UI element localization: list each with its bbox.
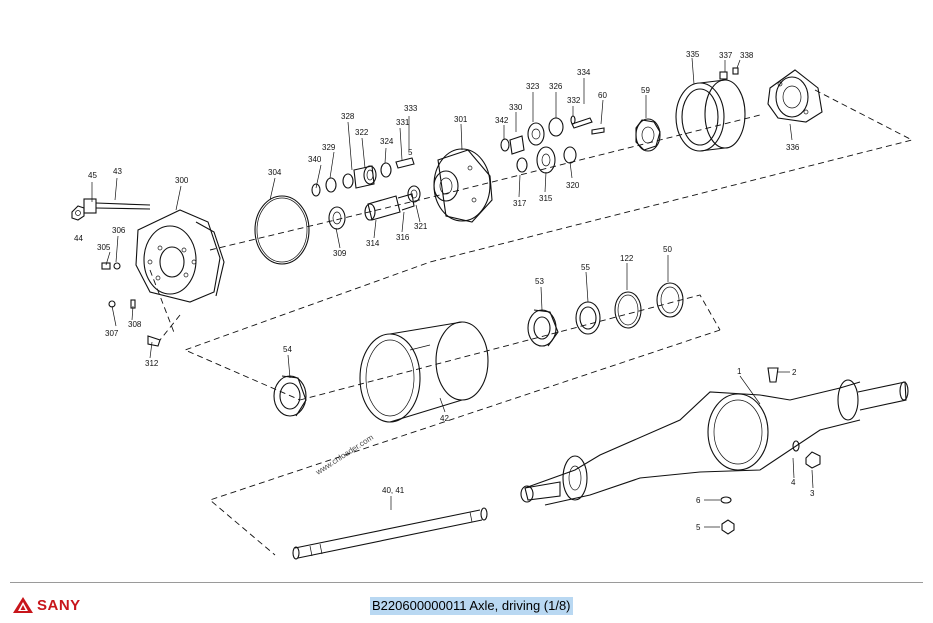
label-42: 42 xyxy=(440,414,449,423)
label-307: 307 xyxy=(105,329,119,338)
label-1: 1 xyxy=(737,367,742,376)
label-301: 301 xyxy=(454,115,468,124)
assembly-guide-lines xyxy=(149,89,914,556)
document-caption: B220600000011 Axle, driving (1/8) xyxy=(370,597,573,615)
o-ring-304-inner xyxy=(256,197,308,263)
label-314: 314 xyxy=(366,239,380,248)
bolts-337-338 xyxy=(719,67,739,80)
leader-lines xyxy=(91,57,814,528)
axle-small-parts xyxy=(720,367,821,535)
label-45: 45 xyxy=(88,171,97,180)
label-54: 54 xyxy=(283,345,292,354)
part-number-labels: 45 43 44 300 304 305 306 307 308 312 309… xyxy=(74,50,815,532)
screws-305-312 xyxy=(101,262,161,347)
label-329: 329 xyxy=(322,143,336,152)
label-336: 336 xyxy=(786,143,800,152)
half-shaft-40-41 xyxy=(292,507,488,560)
bearing-54 xyxy=(273,375,307,417)
label-6: 6 xyxy=(696,496,701,505)
label-5b: 5 xyxy=(408,148,413,157)
sany-logo-icon xyxy=(13,597,33,613)
label-122: 122 xyxy=(620,254,634,263)
label-40-41: 40, 41 xyxy=(382,486,405,495)
label-59: 59 xyxy=(641,86,650,95)
ring-50 xyxy=(656,282,684,318)
label-342: 342 xyxy=(495,116,509,125)
ring-gear-335 xyxy=(675,79,746,152)
o-ring-304 xyxy=(254,195,310,265)
brand-name: SANY xyxy=(37,596,81,614)
watermark-text: www.cnloader.com xyxy=(313,433,375,478)
footer-divider xyxy=(10,582,923,583)
label-50: 50 xyxy=(663,245,672,254)
label-331: 331 xyxy=(396,118,410,127)
label-5: 5 xyxy=(696,523,701,532)
mounting-bolt-43 xyxy=(83,198,151,214)
label-2: 2 xyxy=(792,368,797,377)
label-321: 321 xyxy=(414,222,428,231)
label-333: 333 xyxy=(404,104,418,113)
label-305: 305 xyxy=(97,243,111,252)
label-337: 337 xyxy=(719,51,733,60)
label-44: 44 xyxy=(74,234,83,243)
planetary-housing-300 xyxy=(135,209,225,303)
drum-42 xyxy=(359,321,489,423)
axle-housing-1 xyxy=(520,379,909,506)
label-322: 322 xyxy=(355,128,369,137)
nut-44 xyxy=(71,205,85,221)
label-309: 309 xyxy=(333,249,347,258)
snap-ring-122 xyxy=(614,291,642,329)
gear-parts-315-330 xyxy=(500,115,605,174)
label-300: 300 xyxy=(175,176,189,185)
planet-carrier-301 xyxy=(433,148,493,223)
label-340: 340 xyxy=(308,155,322,164)
label-4: 4 xyxy=(791,478,796,487)
label-335: 335 xyxy=(686,50,700,59)
label-43: 43 xyxy=(113,167,122,176)
flange-336 xyxy=(767,69,823,123)
label-3: 3 xyxy=(810,489,815,498)
label-60: 60 xyxy=(598,91,607,100)
bearing-53 xyxy=(527,309,559,347)
label-334: 334 xyxy=(577,68,591,77)
label-326: 326 xyxy=(549,82,563,91)
washer-309 xyxy=(328,206,346,230)
label-316: 316 xyxy=(396,233,410,242)
label-55: 55 xyxy=(581,263,590,272)
label-338: 338 xyxy=(740,51,754,60)
label-315: 315 xyxy=(539,194,553,203)
sany-logo: SANY xyxy=(12,596,81,614)
label-53: 53 xyxy=(535,277,544,286)
label-317: 317 xyxy=(513,199,527,208)
seal-55 xyxy=(575,301,601,335)
label-323: 323 xyxy=(526,82,540,91)
label-304: 304 xyxy=(268,168,282,177)
gear-hub-59 xyxy=(635,118,661,152)
label-308: 308 xyxy=(128,320,142,329)
exploded-parts-diagram: 45 43 44 300 304 305 306 307 308 312 309… xyxy=(71,50,914,560)
rings-329-340 xyxy=(311,157,415,197)
label-330: 330 xyxy=(509,103,523,112)
label-312: 312 xyxy=(145,359,159,368)
planet-pins-314-316 xyxy=(364,185,421,221)
label-328: 328 xyxy=(341,112,355,121)
label-320: 320 xyxy=(566,181,580,190)
label-324: 324 xyxy=(380,137,394,146)
label-332: 332 xyxy=(567,96,581,105)
label-306: 306 xyxy=(112,226,126,235)
